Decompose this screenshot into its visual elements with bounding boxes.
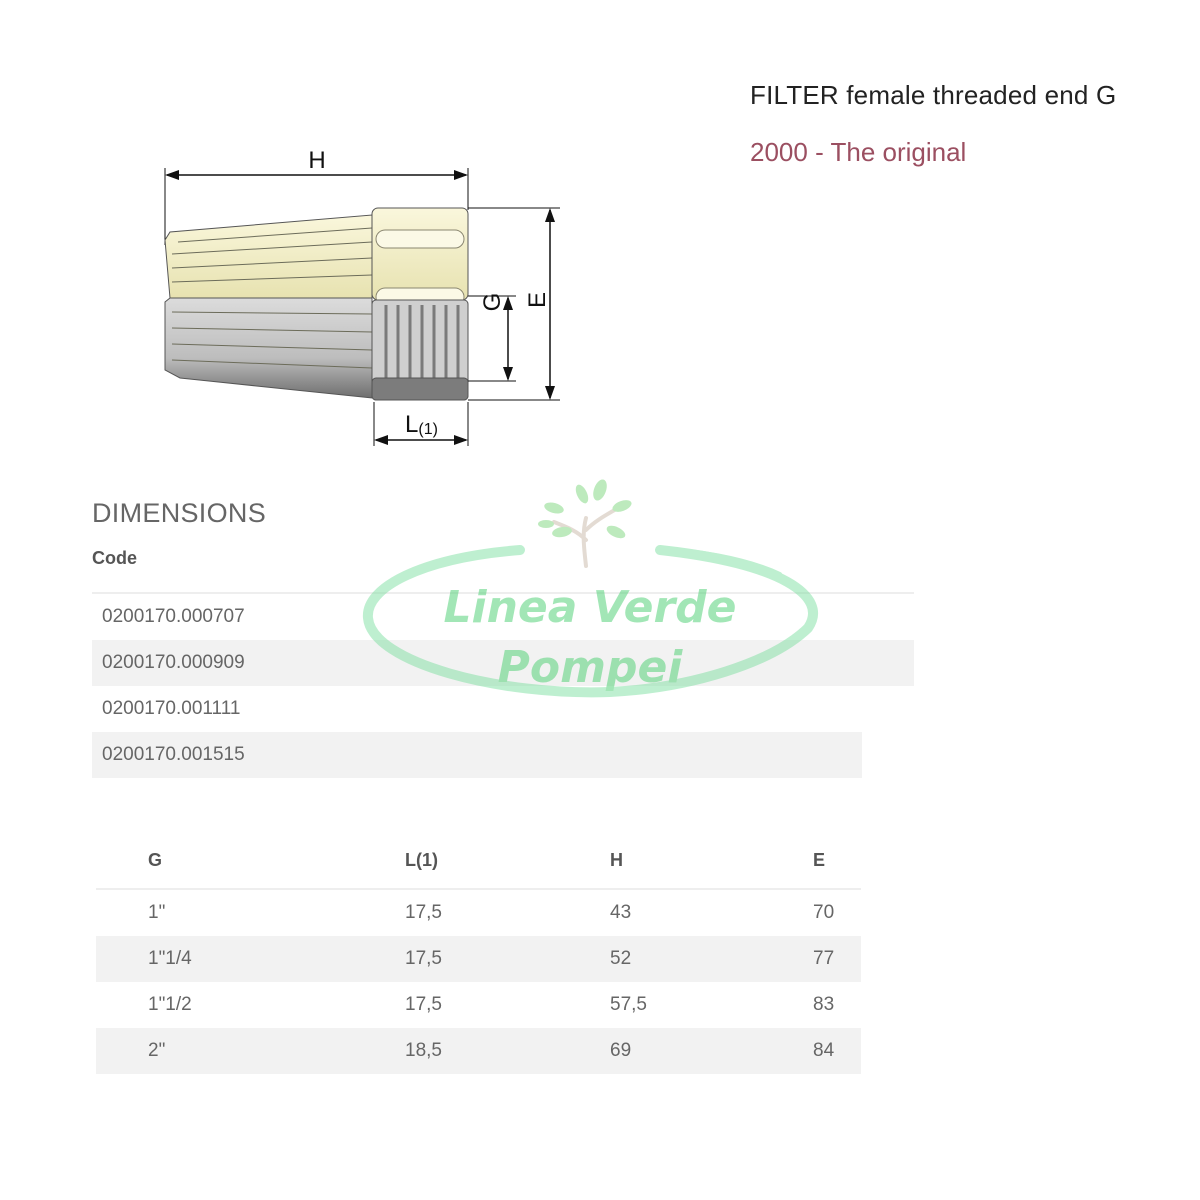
cell-h: 52	[610, 948, 632, 969]
cell-e: 70	[813, 902, 835, 923]
cell-g: 1"1/2	[148, 994, 192, 1015]
code-row: 0200170.000909	[92, 640, 914, 686]
cell-l1: 17,5	[405, 994, 442, 1015]
code-row: 0200170.001111	[102, 698, 241, 719]
dimensions-table-header: G L(1) H E	[96, 833, 861, 890]
label-g: G	[479, 293, 506, 312]
label-h: H	[308, 147, 325, 174]
cell-e: 77	[813, 948, 835, 969]
cell-h: 43	[610, 902, 632, 923]
cell-e: 84	[813, 1040, 835, 1061]
code-table: 0200170.000707 0200170.000909 0200170.00…	[92, 592, 914, 778]
tree-icon	[538, 479, 632, 568]
table-row: 1"1/4 17,5 52 77	[96, 936, 861, 982]
label-l: L(1)	[405, 411, 438, 438]
table-row: 2" 18,5 69 84	[96, 1028, 861, 1074]
code-row: 0200170.000707	[102, 606, 245, 627]
filter-technical-drawing: H G E L(1)	[164, 147, 560, 446]
code-row: 0200170.001515	[92, 732, 862, 778]
label-e: E	[524, 292, 551, 308]
table-row: 1"1/2 17,5 57,5 83	[96, 982, 861, 1028]
cell-l1: 17,5	[405, 902, 442, 923]
product-title: FILTER female threaded end G	[750, 80, 1117, 110]
code-column-header: Code	[92, 548, 137, 568]
cell-l1: 17,5	[405, 948, 442, 969]
column-header-h: H	[610, 850, 623, 870]
cell-g: 1"	[148, 902, 166, 923]
dimensions-table: G L(1) H E 1" 17,5 43 70 1"1/4 17,5 52 7…	[96, 833, 861, 1074]
product-subtitle: 2000 - The original	[750, 137, 967, 167]
column-header-l1: L(1)	[405, 850, 438, 870]
column-header-g: G	[148, 850, 163, 870]
cell-h: 69	[610, 1040, 632, 1061]
cell-g: 2"	[148, 1040, 166, 1061]
cell-h: 57,5	[610, 994, 647, 1015]
table-row: 1" 17,5 43 70	[96, 890, 861, 936]
dimensions-table-body: 1" 17,5 43 70 1"1/4 17,5 52 77 1"1/2 17,…	[96, 890, 861, 1074]
dimensions-heading: DIMENSIONS	[92, 498, 267, 528]
cell-g: 1"1/4	[148, 948, 192, 969]
cell-e: 83	[813, 994, 835, 1015]
cell-l1: 18,5	[405, 1040, 442, 1061]
column-header-e: E	[813, 850, 826, 870]
